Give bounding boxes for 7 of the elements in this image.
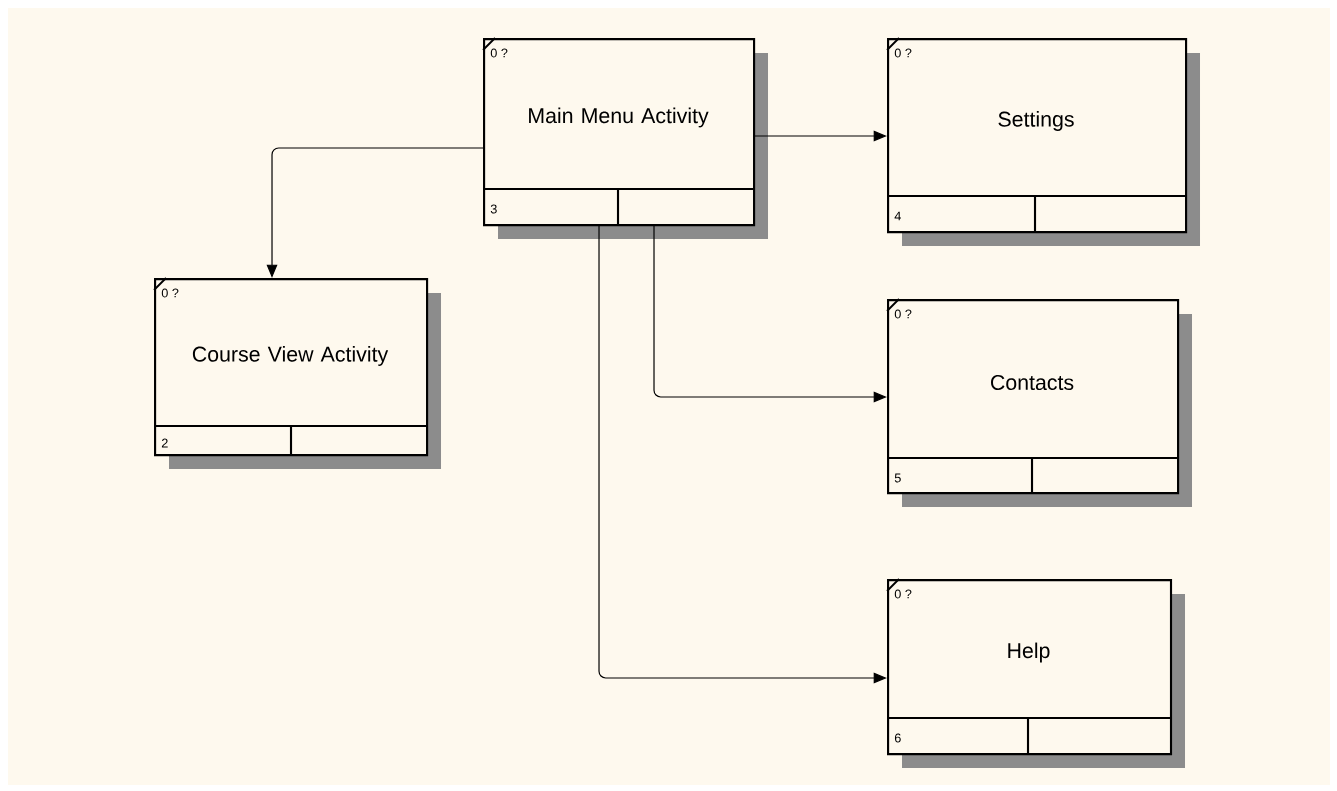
activity-box: 0 ? Help 6	[886, 578, 1185, 768]
activity-box: 0 ? Settings 4	[886, 37, 1200, 246]
activity-box: 0 ? Contacts 5	[886, 298, 1192, 507]
activity-box: 0 ? Main Menu Activity 3	[482, 37, 768, 239]
node-label: 6	[894, 733, 901, 743]
activity-box: 0 ? Course View Activity 2	[153, 277, 441, 469]
node-label: 2	[161, 438, 168, 448]
